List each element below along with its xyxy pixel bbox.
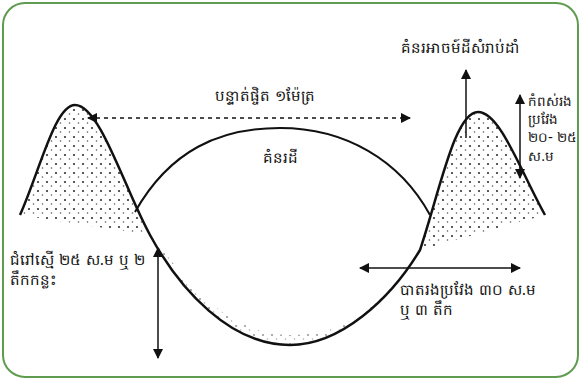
frame bbox=[3, 3, 578, 377]
spacing-arrow bbox=[88, 117, 410, 119]
dimension-label: បន្ទាត់ផ្ចិត ១ម៉ែត្រ bbox=[140, 86, 390, 106]
depth-arrow bbox=[157, 248, 159, 358]
callout-label: គំនរអាចម៍ដីសំរាប់ដាំ bbox=[350, 38, 570, 58]
dimension-label: កំពស់រង ប្រវែង ២០- ២៥ ស.ម bbox=[528, 92, 580, 165]
pit-wall bbox=[150, 235, 420, 345]
base-arrow bbox=[360, 267, 520, 269]
height-arrow bbox=[519, 95, 521, 178]
dimension-label: បាតរងប្រវែង ៣០ ស.ម ឬ ៣ តឹក bbox=[400, 280, 550, 321]
dimension-label: ជំរៅស្មើ ២៥ ស.ម ឬ ២ តឹកកន្លះ bbox=[10, 250, 150, 291]
center-mound bbox=[135, 128, 430, 215]
soil-profile bbox=[20, 105, 545, 345]
part-label: គំនរដី bbox=[220, 148, 340, 168]
leader-arrow bbox=[465, 70, 467, 138]
left-mound bbox=[20, 105, 150, 235]
